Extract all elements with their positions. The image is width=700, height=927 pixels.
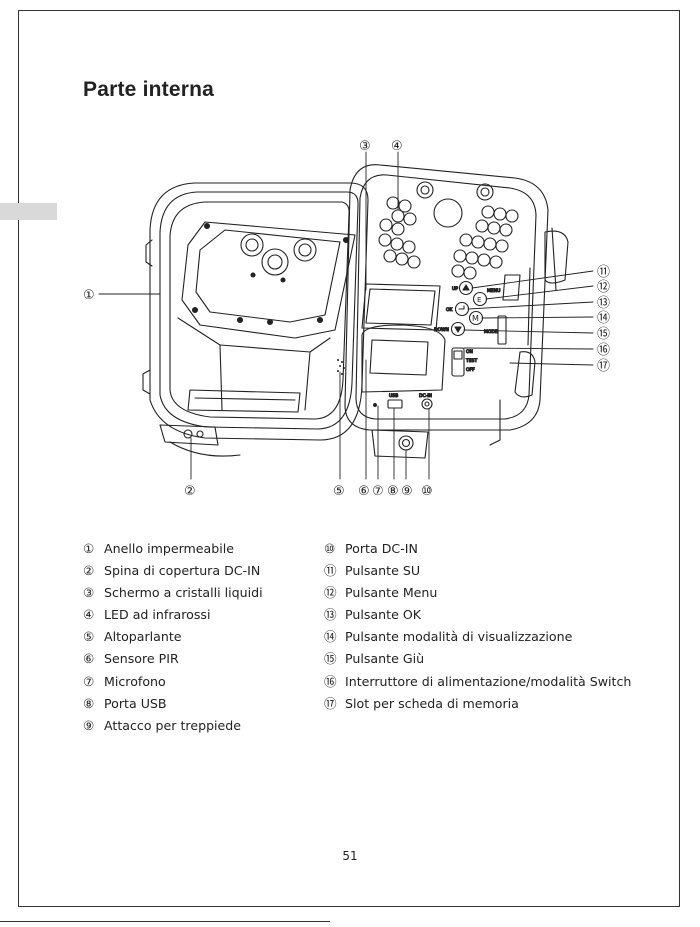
page-number: 51 <box>342 849 358 863</box>
svg-text:MODE: MODE <box>484 329 498 335</box>
svg-text:DOWN: DOWN <box>434 327 449 333</box>
footer-rule <box>0 921 330 922</box>
legend-list-left: ① Anello impermeabile ② Spina di copertu… <box>83 538 263 737</box>
legend-item: ④ LED ad infrarossi <box>83 607 211 623</box>
svg-text:UP: UP <box>452 286 458 292</box>
callout-14: ⑭ <box>597 311 610 326</box>
section-tab-marker <box>0 203 57 220</box>
legend-list-right: ⑩ Porta DC-IN ⑪ Pulsante SU ⑫ Pulsante M… <box>324 538 631 715</box>
svg-text:TEST: TEST <box>465 358 477 364</box>
legend-item: ⑮ Pulsante Giù <box>324 651 425 667</box>
callout-9: ⑨ <box>401 484 413 499</box>
callout-labels: ① ② ③ ④ ⑤ ⑥ ⑦ ⑧ ⑨ ⑩ ⑪ ⑫ ⑬ ⑭ ⑮ ⑯ ⑰ <box>83 139 610 499</box>
callout-10: ⑩ <box>421 484 433 499</box>
legend-item: ⑰ Slot per scheda di memoria <box>324 695 519 711</box>
front-cover-illustration <box>142 182 369 457</box>
legend-item: ⑩ Porta DC-IN <box>324 541 418 556</box>
legend-item: ⑫ Pulsante Menu <box>324 585 438 601</box>
device-text-labels: UP MENU OK MODE DOWN ON TEST OFF USB DC-… <box>388 285 500 399</box>
svg-text:USB: USB <box>389 393 398 399</box>
legend-item: ⑭ Pulsante modalità di visualizzazione <box>324 629 573 645</box>
legend-item: ⑤ Altoparlante <box>83 629 182 645</box>
svg-text:DC-IN: DC-IN <box>419 393 432 399</box>
callout-13: ⑬ <box>597 296 610 311</box>
legend-item: ③ Schermo a cristalli liquidi <box>83 585 263 601</box>
legend-item: ⑪ Pulsante SU <box>324 563 421 579</box>
svg-text:MENU: MENU <box>487 288 500 294</box>
legend-item: ⑧ Porta USB <box>83 695 167 711</box>
svg-text:M: M <box>472 314 479 323</box>
page-title: Parte interna <box>83 78 214 101</box>
svg-text:E: E <box>477 296 481 304</box>
callout-11: ⑪ <box>597 265 610 280</box>
legend-item: ① Anello impermeabile <box>83 541 235 556</box>
callout-17: ⑰ <box>597 359 610 374</box>
camera-body-illustration: E M <box>337 164 569 459</box>
legend-item: ② Spina di copertura DC-IN <box>83 563 261 579</box>
callout-3: ③ <box>359 139 371 154</box>
svg-text:OK: OK <box>446 307 454 313</box>
callout-1: ① <box>83 288 95 303</box>
leader-lines <box>98 151 594 480</box>
legend-item: ⑨ Attacco per treppiede <box>83 717 242 733</box>
callout-15: ⑮ <box>597 327 610 342</box>
callout-7: ⑦ <box>372 484 384 499</box>
page-frame <box>18 10 680 907</box>
callout-2: ② <box>184 484 196 499</box>
legend-item: ⑬ Pulsante OK <box>324 607 421 623</box>
callout-16: ⑯ <box>597 343 610 358</box>
callout-4: ④ <box>391 139 403 154</box>
svg-text:OFF: OFF <box>466 367 475 373</box>
legend-item: ⑦ Microfono <box>83 673 166 689</box>
callout-6: ⑥ <box>358 484 370 499</box>
legend-item: ⑯ Interruttore di alimentazione/modalità… <box>324 673 632 689</box>
callout-5: ⑤ <box>333 484 345 499</box>
legend-item: ⑥ Sensore PIR <box>83 651 179 667</box>
svg-text:ON: ON <box>466 349 473 355</box>
callout-12: ⑫ <box>597 280 610 295</box>
callout-8: ⑧ <box>387 484 399 499</box>
